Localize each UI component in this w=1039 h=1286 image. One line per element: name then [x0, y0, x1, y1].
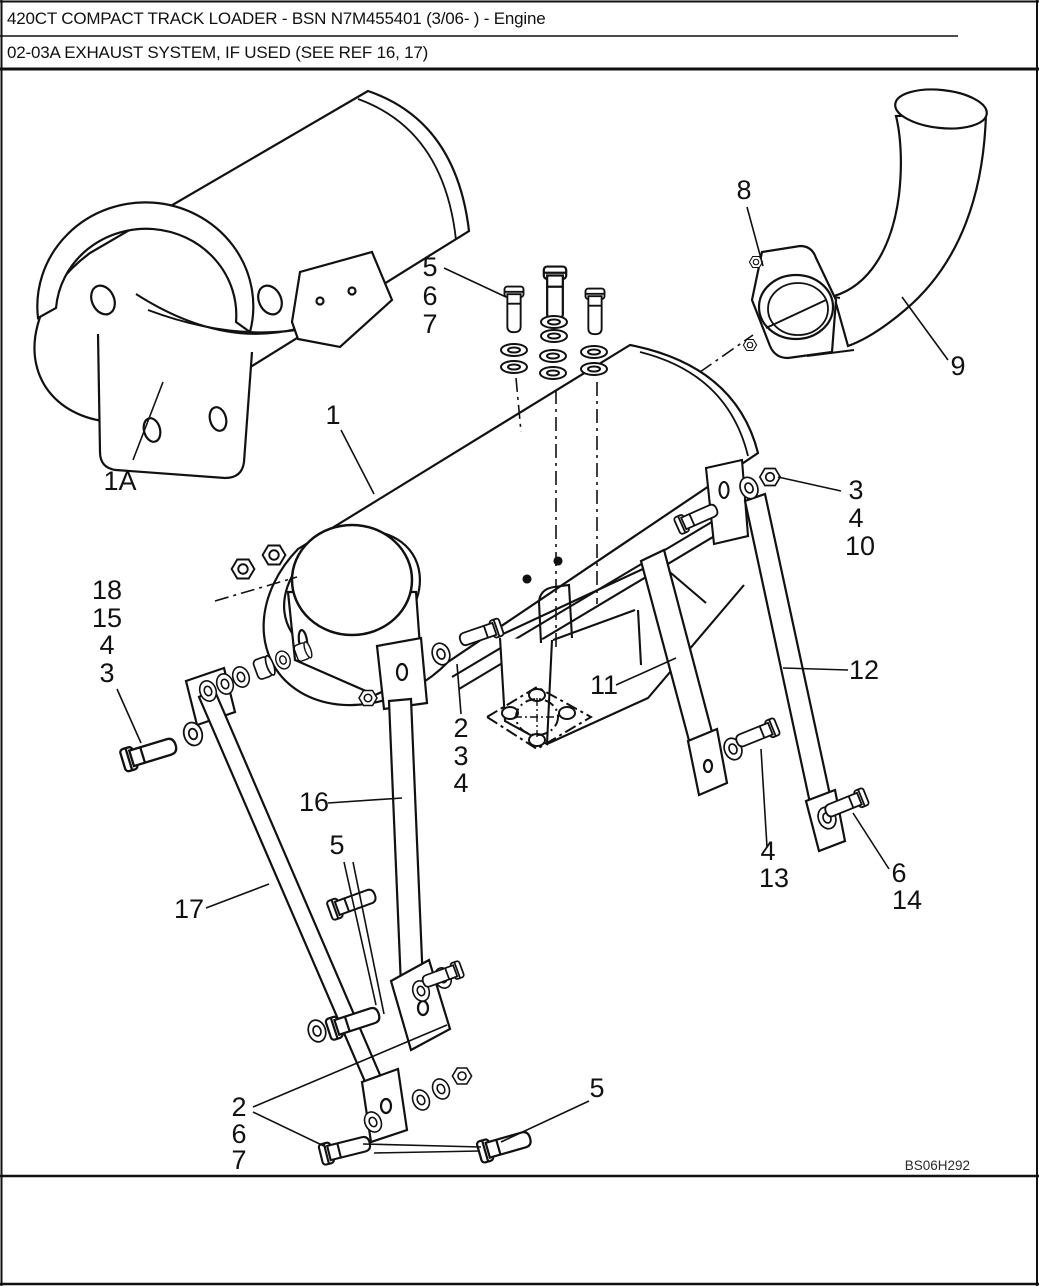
callout-5-bottom: 5 [589, 1073, 604, 1103]
callout-2-mid: 2 [453, 713, 468, 743]
callout-7-bottom: 7 [231, 1145, 246, 1175]
header-model-line: 420CT COMPACT TRACK LOADER - BSN N7M4554… [7, 9, 546, 28]
support-leg-11 [639, 548, 729, 797]
callout-12: 12 [849, 655, 879, 685]
support-strap-17 [184, 666, 409, 1144]
header-section-line: 02-03A EXHAUST SYSTEM, IF USED (SEE REF … [7, 43, 428, 62]
callout-13: 13 [759, 863, 789, 893]
callout-3-mid: 3 [453, 741, 468, 771]
callout-11: 11 [590, 670, 618, 700]
callout-15: 15 [92, 603, 122, 633]
callout-1a: 1A [103, 466, 136, 496]
callout-3-left: 3 [99, 658, 114, 688]
callout-6-top: 6 [422, 281, 437, 311]
callout-4-left: 4 [99, 630, 114, 660]
callout-17: 17 [174, 894, 204, 924]
callout-5-top: 5 [422, 252, 437, 282]
callout-4-mid: 4 [453, 768, 468, 798]
callout-6-bottom: 6 [231, 1119, 246, 1149]
callout-16: 16 [299, 787, 329, 817]
centerlines [214, 334, 754, 652]
callout-18: 18 [92, 575, 122, 605]
callout-14: 14 [892, 885, 922, 915]
callout-1: 1 [325, 400, 340, 430]
callout-7-top: 7 [422, 309, 437, 339]
callout-2-bottom: 2 [231, 1092, 246, 1122]
exhaust-gasket [485, 685, 594, 751]
callout-6-right: 6 [891, 858, 906, 888]
exhaust-flange [742, 244, 838, 360]
figure-code: BS06H292 [905, 1158, 970, 1173]
muffler-heat-shield-assembly-1a [33, 89, 471, 480]
support-leg-12 [743, 492, 847, 853]
callout-10: 10 [845, 531, 875, 561]
callout-4-bottom: 4 [760, 836, 775, 866]
leader-lines [116, 206, 949, 1154]
callout-8: 8 [736, 175, 751, 205]
callout-5-mid: 5 [329, 830, 344, 860]
callout-4-right: 4 [848, 503, 863, 533]
callout-3-right: 3 [848, 475, 863, 505]
callout-labels: 1A 1 5 6 7 8 9 3 4 10 18 15 4 3 2 3 4 11… [92, 175, 966, 1175]
callout-9: 9 [950, 351, 965, 381]
